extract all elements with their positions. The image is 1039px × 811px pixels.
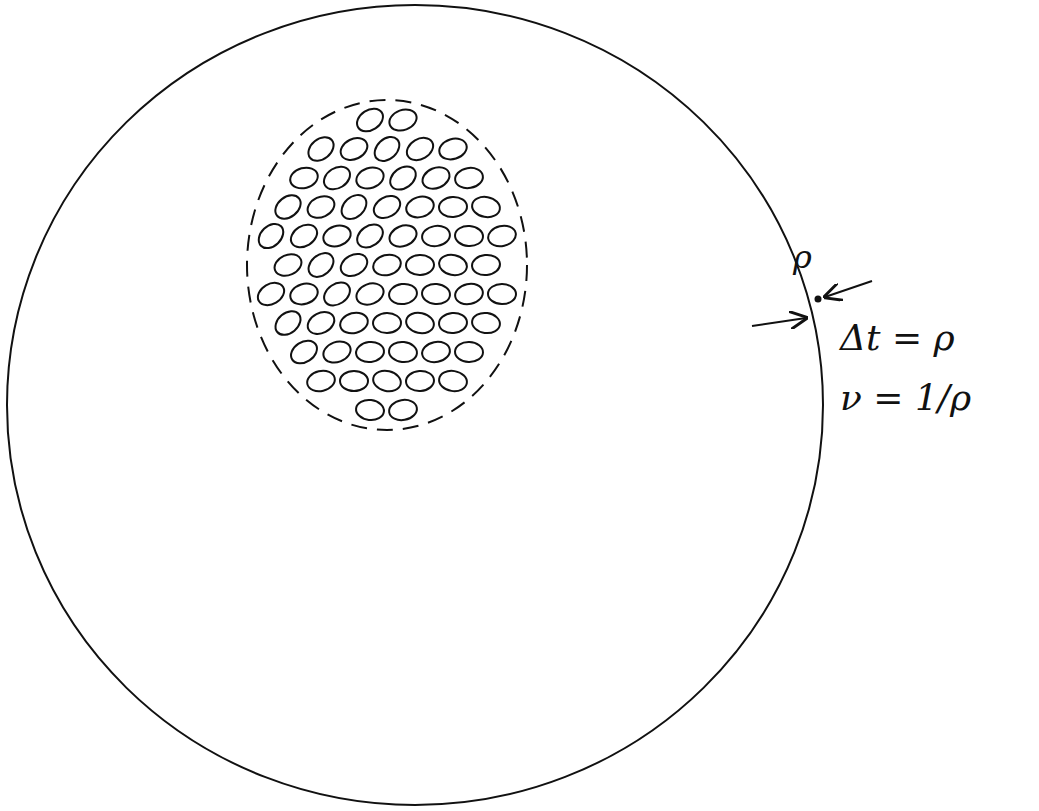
particle [371, 252, 403, 279]
particle [287, 220, 321, 252]
particle [353, 280, 386, 309]
particle [404, 194, 436, 221]
particle [471, 311, 502, 335]
particle [486, 223, 518, 249]
boundary-point [815, 296, 822, 303]
particle [437, 135, 470, 162]
particle [386, 106, 419, 134]
outer-circle [7, 5, 823, 805]
particle [305, 368, 337, 394]
particle [254, 278, 288, 309]
particle [354, 164, 387, 192]
arrow-in [825, 281, 872, 297]
particle [419, 163, 453, 192]
particle [271, 250, 305, 280]
particle [355, 398, 385, 421]
particle [453, 166, 484, 191]
particle [271, 306, 305, 339]
particle [438, 312, 468, 334]
dashed-region [247, 100, 527, 430]
particle [453, 281, 485, 306]
particle [438, 369, 469, 393]
particle [304, 308, 338, 339]
particle [455, 342, 484, 363]
particle [288, 280, 321, 307]
particle [320, 162, 354, 194]
particle [437, 253, 468, 278]
particle [304, 192, 338, 222]
particle [304, 132, 338, 165]
particle [488, 284, 516, 304]
particle [470, 195, 501, 220]
particle [337, 134, 371, 164]
particle [373, 313, 401, 333]
particle [304, 248, 338, 281]
particle [321, 222, 354, 250]
particle [370, 132, 404, 166]
particle [271, 191, 305, 224]
particle [386, 162, 420, 195]
particle [371, 368, 403, 394]
formula-label: Δt = ρ [840, 318, 955, 358]
particle [320, 278, 354, 310]
particle [353, 220, 387, 252]
particle [287, 336, 321, 368]
particle [421, 224, 452, 248]
particle [337, 190, 371, 224]
particle [370, 191, 404, 222]
particle [403, 133, 437, 164]
particle [320, 338, 353, 366]
particle [353, 104, 387, 136]
particle [254, 219, 288, 253]
particle [288, 165, 320, 192]
formula-label: ρ [793, 240, 812, 275]
particle [387, 398, 418, 423]
particle [405, 370, 434, 392]
arrow-edge [752, 318, 806, 326]
particle [404, 310, 436, 335]
particle [355, 340, 385, 363]
particle [388, 282, 419, 306]
particle [420, 340, 451, 365]
particle [454, 225, 483, 247]
particle [471, 254, 501, 277]
particle-cluster [254, 104, 518, 422]
particle [438, 196, 467, 217]
formula-label: ν = 1/ρ [840, 378, 971, 418]
particle [388, 341, 418, 364]
particle [340, 371, 368, 391]
particle [406, 255, 435, 276]
particle [421, 283, 451, 305]
particle [338, 310, 370, 336]
particle [386, 221, 419, 250]
particle [337, 250, 371, 281]
